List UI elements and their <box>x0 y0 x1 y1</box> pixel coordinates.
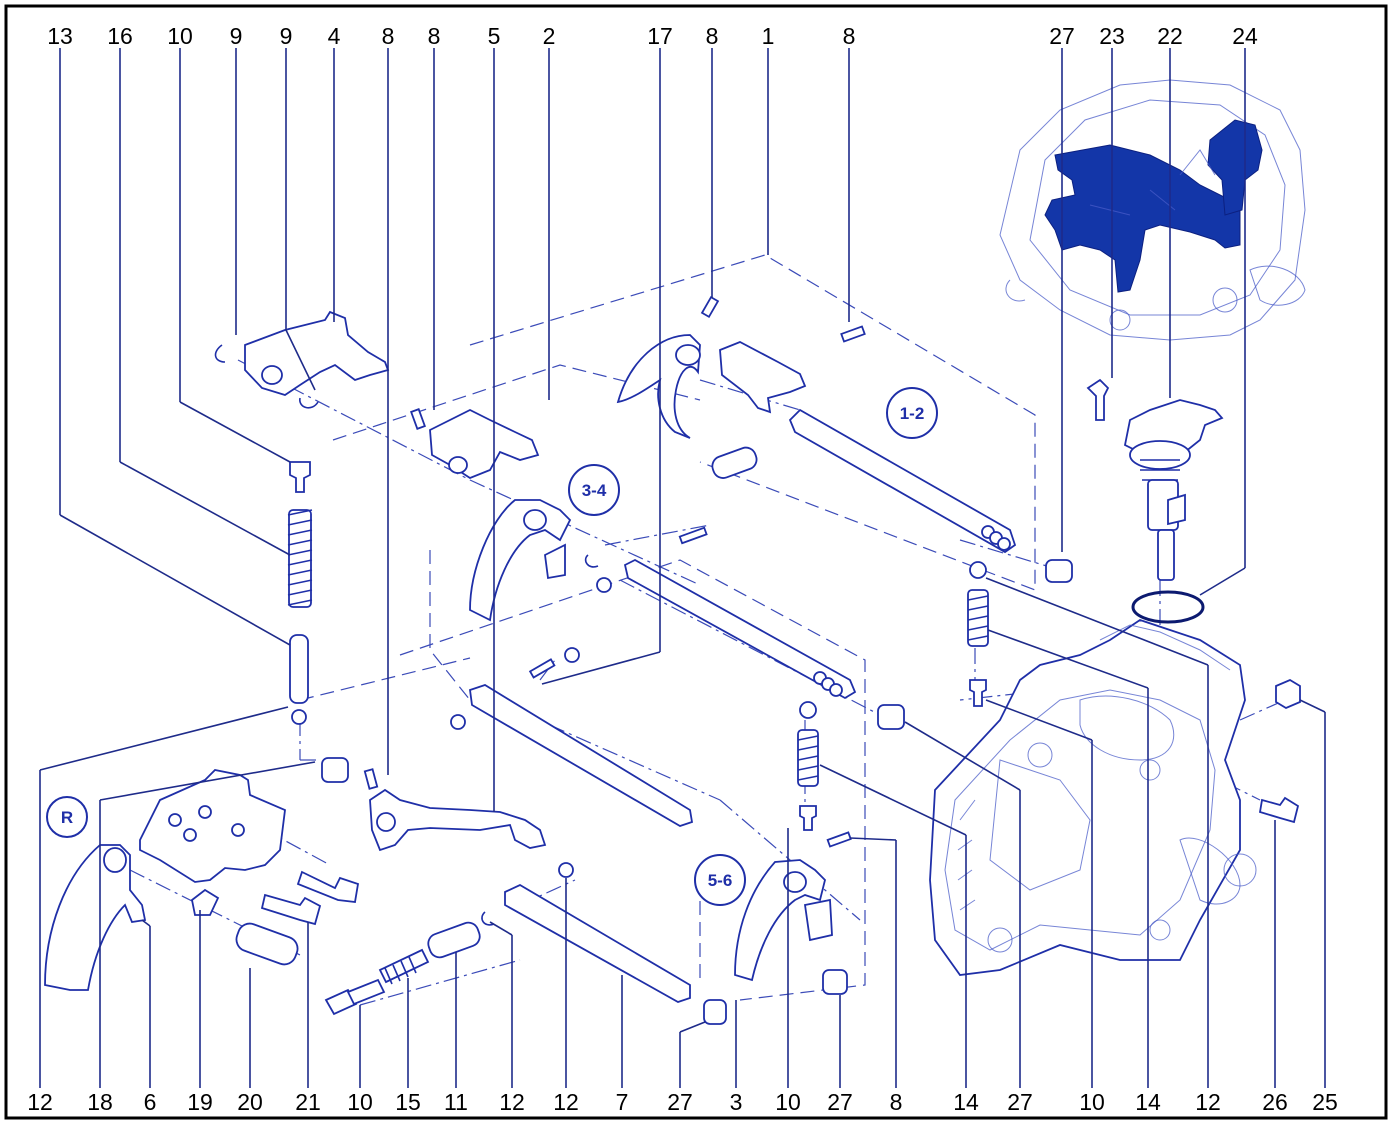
callout: 19 <box>187 1089 213 1115</box>
callout: 15 <box>395 1089 421 1115</box>
reverse-bolts <box>235 757 360 966</box>
spring-stack-left <box>287 461 313 725</box>
shift-rod-3-4 <box>584 526 905 730</box>
callout: 10 <box>167 23 193 49</box>
group-label-3-4: 3-4 <box>568 464 620 516</box>
callout: 6 <box>144 1089 157 1115</box>
callout: 10 <box>775 1089 801 1115</box>
svg-text:R: R <box>61 808 73 827</box>
callouts-bottom: 12 18 6 19 20 21 10 15 11 12 12 7 27 3 1… <box>27 1089 1338 1115</box>
group-label-1-2: 1-2 <box>886 387 938 439</box>
callout: 10 <box>1079 1089 1105 1115</box>
callout: 8 <box>428 23 441 49</box>
interlock-plate <box>214 310 390 409</box>
shift-rod-1-2 <box>711 408 1073 583</box>
spring-stack-mid-upper <box>967 561 989 707</box>
fork-1-2 <box>616 295 720 439</box>
callout: 12 <box>553 1089 579 1115</box>
callout: 11 <box>444 1089 468 1115</box>
callout: 12 <box>27 1089 53 1115</box>
callout: 27 <box>1007 1089 1033 1115</box>
inset-overview <box>999 79 1306 341</box>
callout: 8 <box>843 23 856 49</box>
callout: 25 <box>1312 1089 1338 1115</box>
callout: 24 <box>1232 23 1258 49</box>
fork-3-4 <box>469 499 572 622</box>
callout: 27 <box>667 1089 693 1115</box>
group-label-5-6: 5-6 <box>694 854 746 906</box>
callout: 12 <box>1195 1089 1221 1115</box>
callout: 23 <box>1099 23 1125 49</box>
reverse-fork <box>44 844 147 991</box>
diagram-frame <box>4 4 1388 1120</box>
shift-rod-5-6 <box>450 647 694 827</box>
callout: 13 <box>47 23 73 49</box>
callout: 22 <box>1157 23 1183 49</box>
svg-text:1-2: 1-2 <box>900 404 925 423</box>
shift-dog-3-4 <box>410 408 540 480</box>
spring-stack-mid-lower <box>797 701 819 831</box>
shift-dog-5-6 <box>363 768 547 852</box>
callout: 14 <box>953 1089 979 1115</box>
reverse-bracket <box>139 769 286 916</box>
gearbox-housing <box>929 619 1301 976</box>
callout: 9 <box>230 23 243 49</box>
detent-plunger <box>324 921 481 1016</box>
gear-selector-unit <box>1086 378 1224 624</box>
svg-text:5-6: 5-6 <box>708 871 733 890</box>
callout: 12 <box>499 1089 525 1115</box>
callout: 26 <box>1262 1089 1288 1115</box>
callout: 5 <box>488 23 501 49</box>
callout: 8 <box>890 1089 903 1115</box>
callout: 10 <box>347 1089 373 1115</box>
callout: 2 <box>543 23 556 49</box>
shift-rod-reverse <box>481 862 727 1025</box>
leader-lines <box>39 48 1326 1088</box>
callout: 20 <box>237 1089 263 1115</box>
shift-dog-1-2 <box>719 325 866 414</box>
callout: 18 <box>87 1089 113 1115</box>
callout: 9 <box>280 23 293 49</box>
callout: 8 <box>382 23 395 49</box>
callout: 14 <box>1135 1089 1161 1115</box>
callouts-top: 13 16 10 9 9 4 8 8 5 2 17 8 1 8 27 23 22… <box>47 23 1258 49</box>
callout: 27 <box>827 1089 853 1115</box>
callout: 3 <box>730 1089 743 1115</box>
fork-5-6 <box>734 831 852 995</box>
callout: 27 <box>1049 23 1075 49</box>
callout: 8 <box>706 23 719 49</box>
callout: 17 <box>647 23 673 49</box>
svg-text:3-4: 3-4 <box>582 481 607 500</box>
callout: 1 <box>762 23 775 49</box>
callout: 4 <box>328 23 341 49</box>
callout: 7 <box>616 1089 629 1115</box>
reverse-label: R <box>46 796 88 838</box>
callout: 21 <box>295 1089 321 1115</box>
callout: 16 <box>107 23 133 49</box>
